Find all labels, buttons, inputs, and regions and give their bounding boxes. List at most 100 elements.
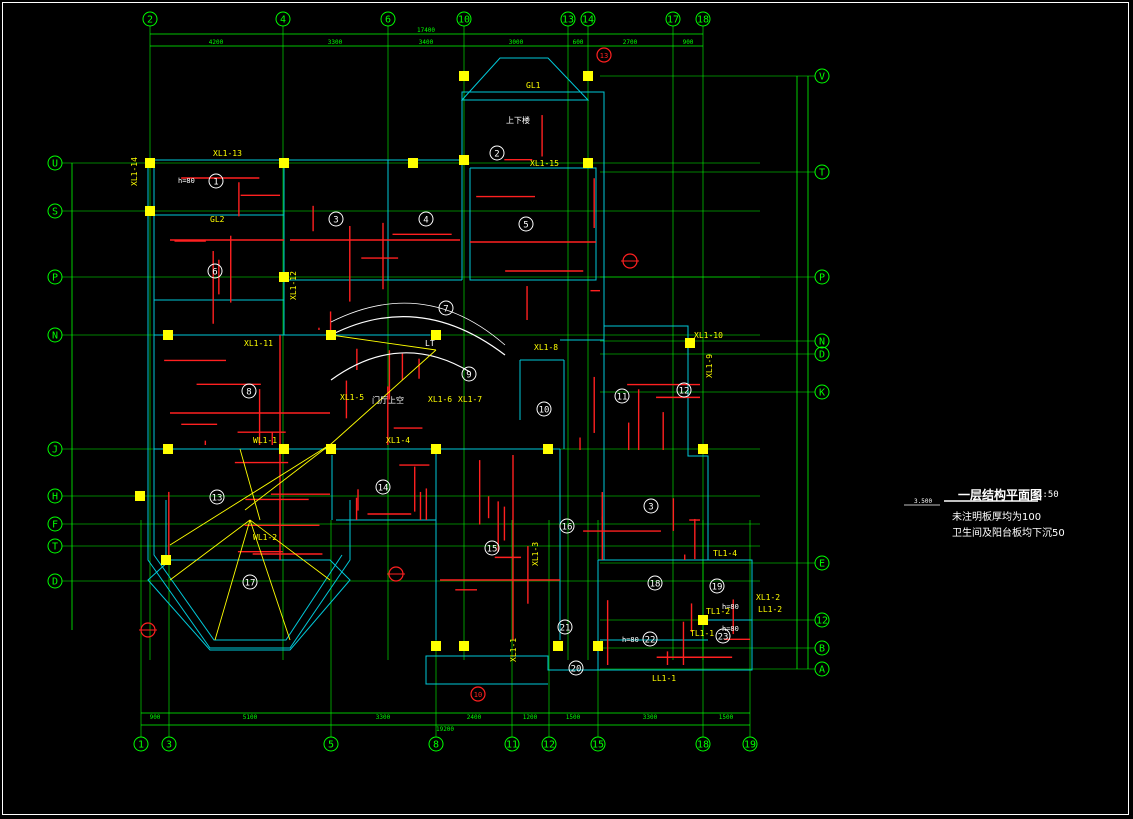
slab-circle-21 xyxy=(557,619,573,635)
slab-circle-23 xyxy=(715,628,731,644)
slab-number-15: 16 xyxy=(562,523,573,533)
column-7 xyxy=(145,206,155,216)
top-axis-18-circle xyxy=(695,11,711,27)
beam-label-26: 上下楼 xyxy=(506,115,530,125)
column-13 xyxy=(279,444,289,454)
slab-number-6: 7 xyxy=(443,305,448,315)
right-axis-B-circle xyxy=(814,640,830,656)
left-axis-S-circle xyxy=(47,203,63,219)
left-axis-P-circle xyxy=(47,269,63,285)
bottom-dim-6: 3300 xyxy=(643,714,658,721)
beam-label-16: XL1-3 xyxy=(531,542,540,566)
bottom-axis-18: 18 xyxy=(697,740,709,751)
left-axis-H-circle xyxy=(47,488,63,504)
bottom-axis-11-circle xyxy=(504,736,520,752)
top-axis-4: 4 xyxy=(280,15,286,26)
bay-diag-4 xyxy=(249,519,291,641)
slab-circle-18 xyxy=(647,575,663,591)
left-axis-D-circle xyxy=(47,573,63,589)
slab-circle-3 xyxy=(418,211,434,227)
detail-mark-0: 13 xyxy=(600,52,608,60)
drawing-scale: 1:50 xyxy=(1037,490,1059,500)
right-axis-V-circle xyxy=(814,68,830,84)
beam-label-14: WL1-1 xyxy=(253,436,277,445)
left-axis-U-circle xyxy=(47,155,63,171)
slab-circle-22 xyxy=(642,631,658,647)
stair-diag-2 xyxy=(330,349,437,445)
slab-circle-6 xyxy=(438,300,454,316)
beam-label-1: XL1-14 xyxy=(130,157,139,186)
top-axis-14: 14 xyxy=(582,15,594,26)
slab-circle-1 xyxy=(489,145,505,161)
beam-label-21: TL1-4 xyxy=(713,549,737,558)
column-18 xyxy=(161,555,171,565)
slab-circle-2 xyxy=(328,211,344,227)
top-total-dim: 17400 xyxy=(417,27,435,34)
beam-label-18: XL1-1 xyxy=(509,638,518,662)
slab-number-0: 1 xyxy=(213,178,218,188)
top-axis-6: 6 xyxy=(385,15,391,26)
slab-number-19: 19 xyxy=(712,583,723,593)
bottom-axis-15-circle xyxy=(590,736,606,752)
bottom-dim-0: 900 xyxy=(150,714,161,721)
level-mark: 3.500 xyxy=(914,498,933,505)
slab-circle-10 xyxy=(614,388,630,404)
column-5 xyxy=(459,155,469,165)
column-21 xyxy=(553,641,563,651)
bay-diag-2 xyxy=(249,519,331,581)
left-axis-T-circle xyxy=(47,538,63,554)
column-6 xyxy=(583,158,593,168)
top-axis-17: 17 xyxy=(667,15,679,26)
slab-thickness-1: h=80 xyxy=(622,636,639,644)
right-axis-P-circle xyxy=(814,269,830,285)
bottom-dim-4: 1200 xyxy=(523,714,538,721)
slab-number-10: 11 xyxy=(617,393,628,403)
bottom-dim-2: 3300 xyxy=(376,714,391,721)
bottom-axis-8: 8 xyxy=(433,740,439,751)
bay-diag-3 xyxy=(214,519,251,641)
slab-circle-15 xyxy=(559,518,575,534)
columns xyxy=(135,71,708,651)
slab-circle-14 xyxy=(484,540,500,556)
beam-label-11: XL1-7 xyxy=(458,395,482,404)
bottom-axis-3: 3 xyxy=(166,740,172,751)
left-axis-J: J xyxy=(52,445,58,456)
rebar-lines xyxy=(164,115,750,665)
beam-label-25: 门厅上空 xyxy=(372,395,404,405)
right-axis-12: 12 xyxy=(816,616,828,627)
top-dim-2: 3400 xyxy=(419,39,434,46)
beam-label-9: XL1-9 xyxy=(705,354,714,378)
top-dim-4: 600 xyxy=(573,39,584,46)
column-20 xyxy=(459,641,469,651)
right-axis-P: P xyxy=(819,273,825,284)
right-axis-E-circle xyxy=(814,555,830,571)
bottom-axis-12-circle xyxy=(541,736,557,752)
bottom-axis-19: 19 xyxy=(744,740,756,751)
slab-circle-7 xyxy=(241,383,257,399)
bottom-dim-3: 2400 xyxy=(467,714,482,721)
column-12 xyxy=(163,444,173,454)
slab-circle-4 xyxy=(518,216,534,232)
top-axis-18: 18 xyxy=(697,15,709,26)
bottom-axis-3-circle xyxy=(161,736,177,752)
column-11 xyxy=(163,330,173,340)
right-axis-B: B xyxy=(819,644,825,655)
top-axis-13-circle xyxy=(560,11,576,27)
bottom-dim-5: 1500 xyxy=(566,714,581,721)
right-axis-V: V xyxy=(819,72,825,83)
top-axis-13: 13 xyxy=(562,15,574,26)
column-15 xyxy=(431,444,441,454)
left-axis-T: T xyxy=(52,542,58,553)
slab-number-21: 21 xyxy=(560,624,571,634)
bottom-axis-11: 11 xyxy=(506,740,518,751)
beam-label-4: XL1-15 xyxy=(530,159,559,168)
slab-circle-11 xyxy=(676,382,692,398)
right-axis-T-circle xyxy=(814,164,830,180)
column-8 xyxy=(279,272,289,282)
stair-arc-inner xyxy=(330,352,471,381)
beam-label-10: XL1-5 xyxy=(340,393,364,402)
beam-label-13: XL1-4 xyxy=(386,436,410,445)
